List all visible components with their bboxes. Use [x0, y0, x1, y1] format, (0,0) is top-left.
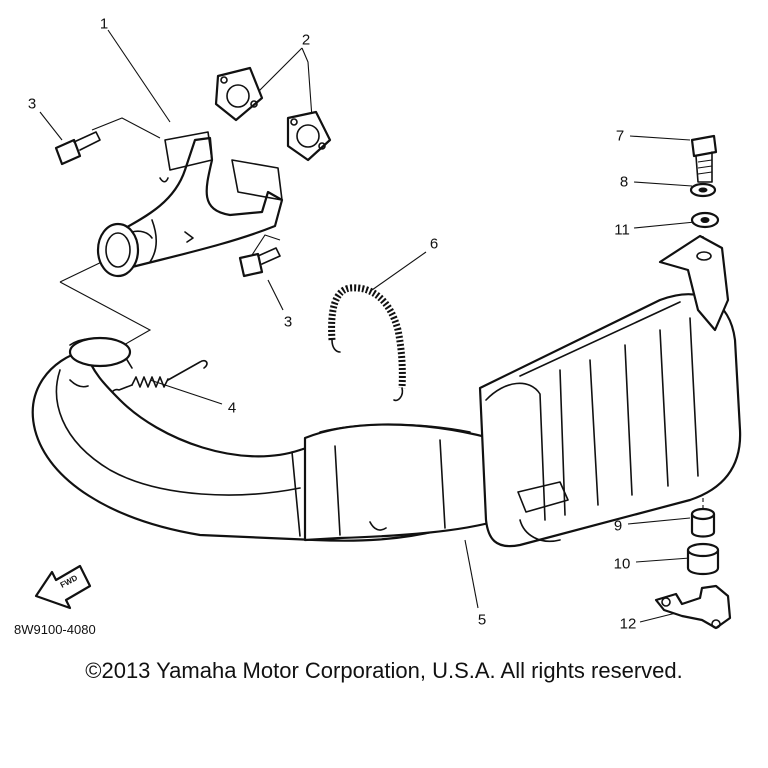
forward-arrow-icon	[34, 564, 92, 610]
callout-3-lower: 3	[283, 313, 293, 331]
muffler-canister	[478, 234, 742, 548]
grommet-9	[690, 507, 716, 538]
spring-6	[328, 284, 406, 402]
callout-2: 2	[301, 31, 311, 49]
callout-4: 4	[227, 399, 237, 417]
callout-7: 7	[615, 127, 625, 145]
callout-9: 9	[613, 517, 623, 535]
bolt-7	[690, 134, 718, 183]
callout-10: 10	[613, 555, 631, 573]
callout-1: 1	[99, 15, 109, 33]
collar-10	[686, 542, 720, 576]
spring-4	[111, 359, 208, 399]
callout-6: 6	[429, 235, 439, 253]
copyright-notice: ©2013 Yamaha Motor Corporation, U.S.A. A…	[85, 658, 683, 683]
muffler-pipe-5	[31, 336, 502, 542]
leader-lines	[39, 29, 704, 623]
callout-3-upper: 3	[27, 95, 37, 113]
exhaust-pipe-1	[96, 131, 284, 278]
washer-8	[689, 182, 717, 198]
callout-11: 11	[614, 221, 630, 239]
bolt-3-upper	[54, 131, 101, 166]
callout-8: 8	[619, 173, 629, 191]
bracket-12	[654, 584, 732, 630]
gaskets-2	[214, 66, 332, 162]
callout-5: 5	[477, 611, 487, 629]
washer-11	[690, 211, 720, 229]
bolt-3-lower	[238, 247, 281, 278]
diagram-part-code: 8W9100-4080	[14, 622, 96, 637]
callout-12: 12	[619, 615, 637, 633]
